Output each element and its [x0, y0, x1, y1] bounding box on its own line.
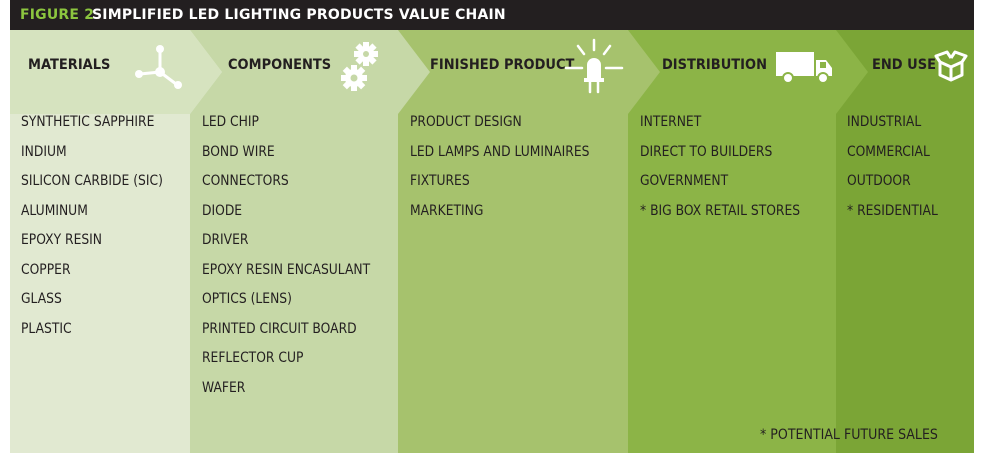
list-item: MARKETING	[410, 202, 484, 219]
figure-label: FIGURE 2	[20, 7, 95, 23]
distribution-column: DISTRIBUTION INTERNET DIRECT TO BUILDERS…	[628, 30, 836, 453]
truck-icon	[776, 52, 832, 84]
list-item: INTERNET	[640, 114, 702, 130]
materials-column: MATERIALS SYNTHETIC SAPPHIRE INDIUM SILI…	[10, 30, 190, 453]
components-title: COMPONENTS	[228, 57, 332, 73]
end-use-items: INDUSTRIAL COMMERCIAL OUTDOOR * RESIDENT…	[847, 108, 950, 226]
list-item: * BIG BOX RETAIL STORES	[640, 202, 801, 219]
list-item: SILICON CARBIDE (SIC)	[21, 173, 163, 189]
box-icon	[934, 50, 968, 82]
list-item: CONNECTORS	[202, 173, 289, 189]
led-light-icon	[564, 38, 624, 94]
finished-product-column: FINISHED PRODUCT PRODUCT DESIGN LED LAMP…	[398, 30, 628, 453]
list-item: INDIUM	[21, 143, 67, 160]
list-item: OUTDOOR	[847, 173, 911, 189]
list-item: COMMERCIAL	[847, 143, 930, 160]
list-item: BOND WIRE	[202, 143, 275, 160]
finished-product-panel	[398, 30, 660, 453]
list-item: PRINTED CIRCUIT BOARD	[202, 320, 357, 337]
finished-product-title: FINISHED PRODUCT	[430, 57, 575, 73]
list-item: PRODUCT DESIGN	[410, 114, 522, 130]
distribution-title: DISTRIBUTION	[662, 57, 767, 73]
value-chain-background	[10, 30, 974, 453]
components-items: LED CHIP BOND WIRE CONNECTORS DIODE DRIV…	[202, 108, 393, 403]
distribution-panel	[628, 30, 868, 453]
distribution-items: INTERNET DIRECT TO BUILDERS GOVERNMENT *…	[640, 108, 822, 226]
list-item: EPOXY RESIN ENCASULANT	[202, 261, 371, 278]
components-panel	[190, 30, 430, 453]
list-item: LED LAMPS AND LUMINAIRES	[410, 143, 590, 160]
list-item: GLASS	[21, 291, 62, 307]
list-item: OPTICS (LENS)	[202, 291, 292, 307]
list-item: WAFER	[202, 379, 246, 396]
figure-title-bar: FIGURE 2 SIMPLIFIED LED LIGHTING PRODUCT…	[10, 0, 974, 30]
list-item: ALUMINUM	[21, 202, 88, 219]
materials-panel	[10, 30, 222, 453]
list-item: DIRECT TO BUILDERS	[640, 143, 773, 160]
end-use-title: END USE	[872, 57, 936, 73]
gears-icon	[341, 42, 378, 91]
materials-head-panel	[10, 30, 222, 114]
end-use-column: END USE INDUSTRIAL COMMERCIAL OUTDOOR * …	[836, 30, 974, 453]
list-item: DIODE	[202, 202, 243, 219]
components-column: COMPONENTS LED CHIP BOND WIRE CONNECTORS…	[190, 30, 398, 453]
materials-title: MATERIALS	[28, 57, 111, 73]
list-item: EPOXY RESIN	[21, 232, 103, 248]
list-item: FIXTURES	[410, 173, 470, 189]
list-item: LED CHIP	[202, 114, 259, 130]
finished-product-items: PRODUCT DESIGN LED LAMPS AND LUMINAIRES …	[410, 108, 614, 226]
materials-items: SYNTHETIC SAPPHIRE INDIUM SILICON CARBID…	[21, 108, 182, 344]
list-item: INDUSTRIAL	[847, 114, 922, 130]
list-item: COPPER	[21, 261, 71, 278]
list-item: * RESIDENTIAL	[847, 202, 938, 219]
end-use-panel	[836, 30, 974, 453]
figure-title: SIMPLIFIED LED LIGHTING PRODUCTS VALUE C…	[92, 7, 506, 23]
molecule-icon	[135, 45, 182, 89]
list-item: GOVERNMENT	[640, 173, 729, 189]
footnote: * POTENTIAL FUTURE SALES	[760, 427, 938, 443]
list-item: REFLECTOR CUP	[202, 350, 304, 366]
list-item: DRIVER	[202, 232, 249, 248]
list-item: SYNTHETIC SAPPHIRE	[21, 114, 155, 130]
list-item: PLASTIC	[21, 320, 72, 337]
